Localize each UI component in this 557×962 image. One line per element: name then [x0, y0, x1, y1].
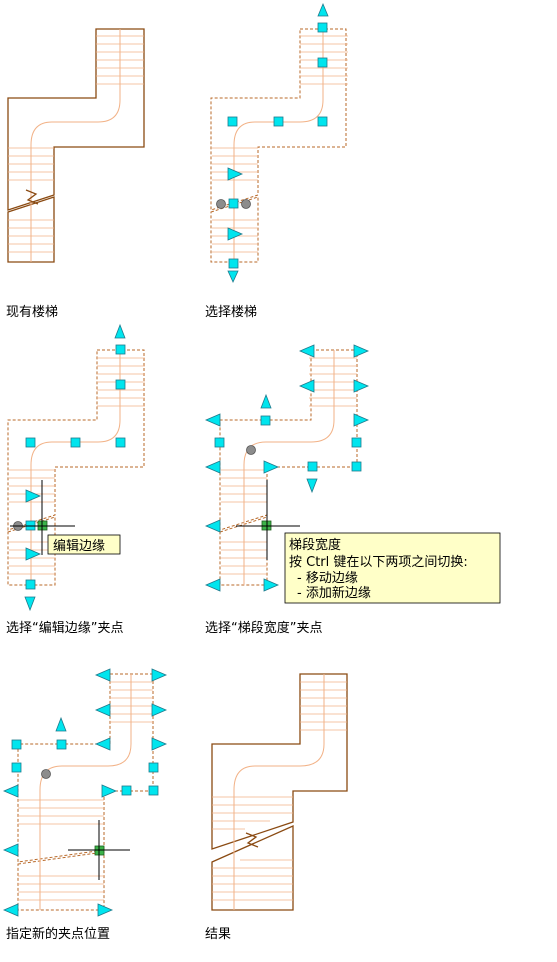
tooltip-width-line3: - 添加新边缘 [297, 585, 371, 601]
tooltip-edit-edge: 编辑边缘 [53, 539, 105, 554]
tooltip-width-line1: 按 Ctrl 键在以下两项之间切换: [289, 555, 468, 570]
caption-width-grip: 选择“梯段宽度”夹点 [205, 620, 322, 636]
caption-new-grip-position: 指定新的夹点位置 [6, 926, 110, 942]
panel-edit-edge-grip: 编辑边缘 [7, 323, 146, 612]
caption-existing-stair: 现有楼梯 [6, 305, 58, 320]
panel-result [211, 673, 348, 911]
panel-new-grip-position [2, 668, 168, 917]
panel-existing-stair [7, 28, 145, 263]
caption-select-stair: 选择楼梯 [205, 305, 257, 320]
tooltip-width-line2: - 移动边缘 [297, 571, 358, 586]
caption-result: 结果 [205, 927, 231, 942]
panel-width-grip: 梯段宽度 按 Ctrl 键在以下两项之间切换: - 移动边缘 - 添加新边缘 [204, 344, 501, 604]
tooltip-width-title: 梯段宽度 [289, 537, 341, 553]
caption-edit-edge-grip: 选择“编辑边缘”夹点 [6, 621, 123, 636]
panel-select-stair [210, 2, 349, 283]
